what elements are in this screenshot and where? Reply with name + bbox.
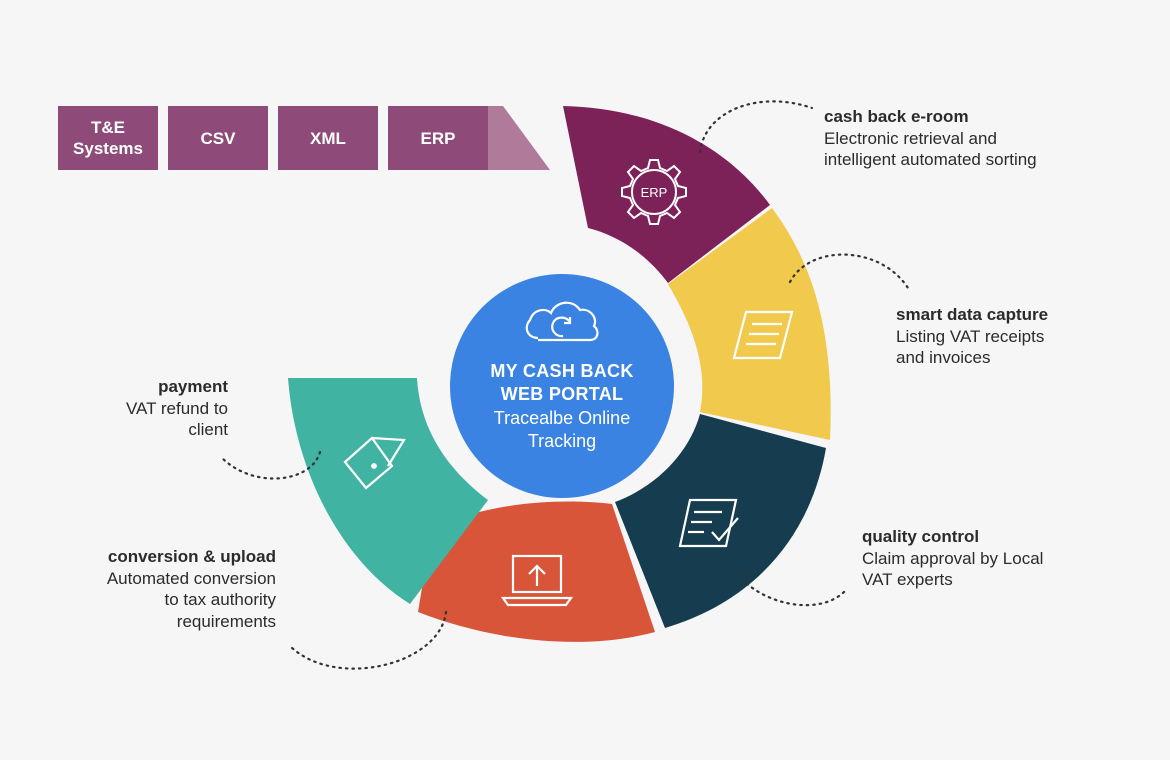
segment-payment [288, 378, 488, 604]
step-description: Automated conversion to tax authority re… [106, 568, 276, 631]
step-title: smart data capture [896, 305, 1049, 324]
step-cash-back-e-room: cash back e-room Electronic retrieval an… [824, 106, 1124, 171]
step-payment: payment VAT refund to client [60, 376, 228, 441]
connector-conversion [288, 610, 448, 670]
document-icon [732, 310, 794, 360]
laptop-upload-icon [500, 554, 574, 607]
step-smart-data-capture: smart data capture Listing VAT receipts … [896, 304, 1136, 369]
connector-lines [220, 100, 910, 670]
source-box-erp [388, 106, 488, 170]
step-conversion-upload: conversion & upload Automated conversion… [40, 546, 276, 632]
erp-icon-label: ERP [641, 185, 668, 200]
segment-cash-back-e-room [563, 106, 770, 283]
segment-quality-control [615, 414, 826, 628]
center-portal-circle [450, 274, 674, 498]
step-description: Listing VAT receipts and invoices [896, 326, 1045, 368]
step-title: payment [158, 377, 228, 396]
step-description: Claim approval by Local VAT experts [862, 548, 1044, 590]
wallet-icon [343, 436, 406, 490]
connector-payment [220, 450, 322, 480]
source-box-xml [278, 106, 378, 170]
source-box-csv [168, 106, 268, 170]
step-title: cash back e-room [824, 107, 969, 126]
source-arrow [488, 106, 550, 170]
connector-smart-data [788, 253, 910, 290]
connector-quality [736, 572, 848, 607]
step-description: Electronic retrieval and intelligent aut… [824, 128, 1037, 170]
step-quality-control: quality control Claim approval by Local … [862, 526, 1122, 591]
erp-gear-icon: ERP [621, 159, 687, 225]
step-title: quality control [862, 527, 980, 546]
checklist-icon [678, 498, 739, 548]
step-title: conversion & upload [107, 547, 276, 566]
source-box-te-systems [58, 106, 158, 170]
segment-smart-data-capture [668, 208, 831, 440]
connector-cash-back [698, 100, 814, 154]
cloud-sync-icon [525, 301, 599, 342]
step-description: VAT refund to client [125, 398, 228, 440]
